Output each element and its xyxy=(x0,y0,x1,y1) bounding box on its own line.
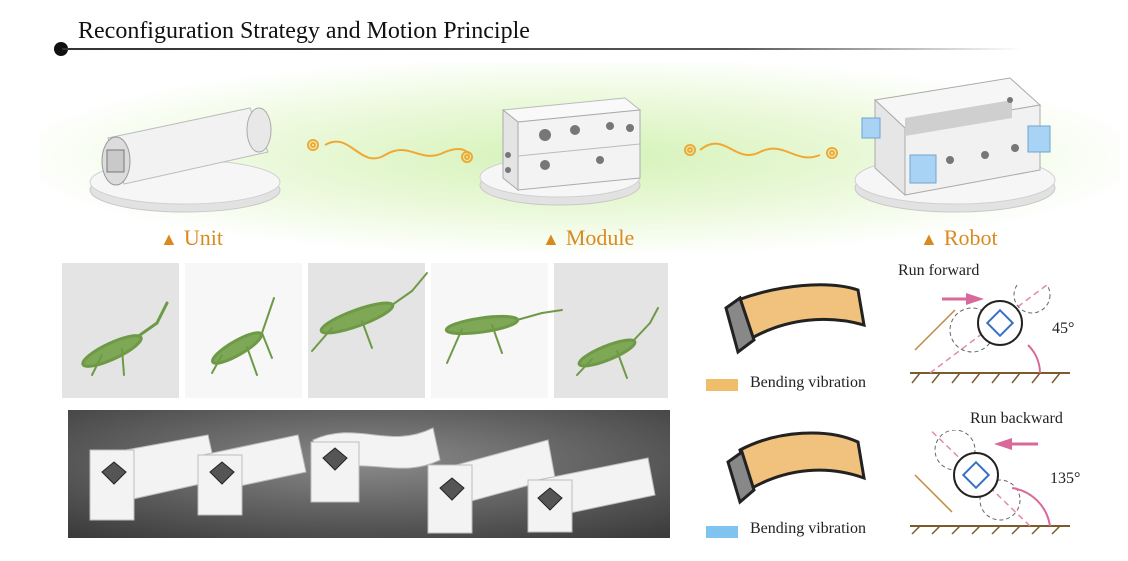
triangle-icon: ▲ xyxy=(920,229,938,249)
units-render-photo xyxy=(68,410,670,538)
robot-illustration xyxy=(854,77,1056,213)
forward-motion-diagram xyxy=(910,285,1070,384)
title-bullet xyxy=(54,42,68,56)
title-underline xyxy=(62,48,1022,50)
stage-label-unit: ▲Unit xyxy=(160,225,223,250)
unit-illustration xyxy=(89,107,281,213)
triangle-icon: ▲ xyxy=(160,229,178,249)
module-illustration xyxy=(479,97,642,206)
bending-beam-backward xyxy=(726,431,866,505)
stages-illustration xyxy=(89,77,1056,213)
angle-135-label: 135° xyxy=(1050,470,1081,487)
units-sequence xyxy=(68,410,670,538)
angle-45-label: 45° xyxy=(1052,320,1075,337)
run-forward-label: Run forward xyxy=(898,262,980,279)
stage-label-robot: ▲Robot xyxy=(920,225,998,250)
bending-beam-forward xyxy=(724,283,866,355)
triangle-icon: ▲ xyxy=(542,229,560,249)
run-backward-label: Run backward xyxy=(970,410,1063,427)
connector-unit-module xyxy=(307,139,473,163)
legend-label-2: Bending vibration xyxy=(750,520,866,537)
page-title: Reconfiguration Strategy and Motion Prin… xyxy=(78,18,530,44)
legend-label-1: Bending vibration xyxy=(750,374,866,391)
legend-swatch-blue xyxy=(706,526,738,538)
mantis-sequence xyxy=(62,263,668,398)
stage-label-module: ▲Module xyxy=(542,225,635,250)
legend-swatch-orange xyxy=(706,379,738,391)
connector-module-robot xyxy=(684,142,838,159)
backward-motion-diagram xyxy=(910,430,1070,535)
mantis-photo-strip xyxy=(62,263,668,398)
